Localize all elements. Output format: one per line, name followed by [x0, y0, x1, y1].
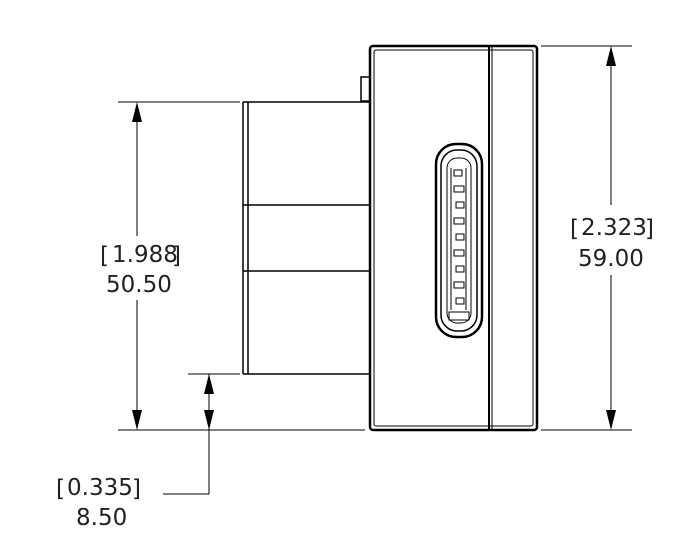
plug-body: [242, 101, 370, 375]
main-housing: [368, 44, 539, 432]
dimension-right-height: [ 2.323 ] 59.00: [541, 45, 654, 431]
port-pins: [448, 168, 470, 321]
bracket-open: [: [570, 216, 579, 242]
bracket-close: ]: [172, 243, 181, 269]
dimension-bottom-offset: [ 0.335 ] 8.50: [56, 373, 240, 531]
housing-tab: [360, 76, 371, 102]
usb-c-port: [434, 142, 484, 339]
right-height-mm: 59.00: [578, 246, 644, 272]
bracket-open: [: [100, 243, 109, 269]
dimension-left-height: [ 1.988 ] 50.50: [100, 101, 365, 431]
bottom-offset-inch: 0.335: [67, 475, 133, 501]
arrow-up-icon: [606, 46, 616, 66]
left-height-mm: 50.50: [106, 272, 172, 298]
arrow-up-icon: [204, 374, 214, 394]
arrow-down-icon: [606, 410, 616, 430]
arrow-down-icon: [204, 410, 214, 430]
bottom-offset-mm: 8.50: [76, 505, 127, 531]
bracket-close: ]: [645, 216, 654, 242]
right-height-inch: 2.323: [581, 215, 647, 241]
arrow-up-icon: [132, 102, 142, 122]
bracket-open: [: [56, 476, 65, 502]
arrow-down-icon: [132, 410, 142, 430]
left-height-inch: 1.988: [112, 242, 178, 268]
bracket-close: ]: [132, 476, 141, 502]
